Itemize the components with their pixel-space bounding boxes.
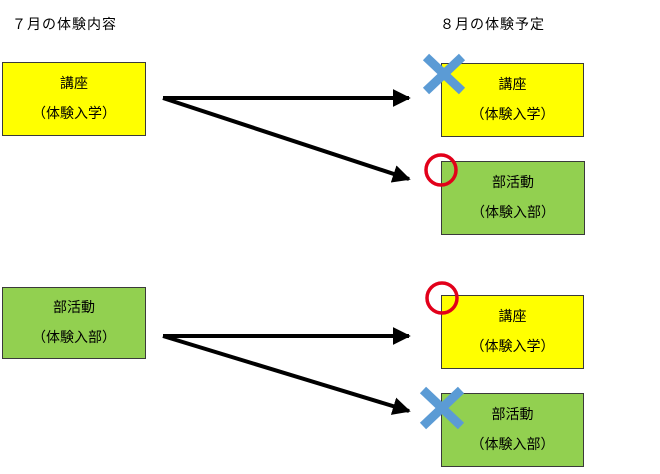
circle-icon xyxy=(424,153,458,187)
circle-icon xyxy=(425,281,459,315)
july-box-lecture: 講座 （体験入学） xyxy=(2,62,146,136)
box-title: 講座 xyxy=(498,309,527,325)
august-heading: ８月の体験予定 xyxy=(440,17,545,33)
cross-icon xyxy=(422,53,466,95)
box-title: 部活動 xyxy=(492,175,534,191)
box-subtitle: （体験入学） xyxy=(470,107,555,123)
august-box-club: 部活動 （体験入部） xyxy=(441,393,584,467)
arrow-club-to-club xyxy=(162,334,411,415)
box-subtitle: （体験入部） xyxy=(471,205,555,221)
box-title: 部活動 xyxy=(53,300,95,316)
july-box-club: 部活動 （体験入部） xyxy=(2,287,146,359)
august-box-lecture: 講座 （体験入学） xyxy=(441,295,584,369)
box-subtitle: （体験入部） xyxy=(470,437,555,453)
arrow-lecture-to-club xyxy=(162,96,411,183)
box-subtitle: （体験入学） xyxy=(32,106,116,122)
july-heading: ７月の体験内容 xyxy=(12,17,117,33)
box-title: 部活動 xyxy=(491,407,534,423)
box-subtitle: （体験入部） xyxy=(32,330,116,346)
august-box-club: 部活動 （体験入部） xyxy=(441,161,585,235)
cross-icon xyxy=(419,386,465,430)
box-subtitle: （体験入学） xyxy=(470,339,555,355)
august-box-lecture: 講座 （体験入学） xyxy=(441,63,584,137)
box-title: 講座 xyxy=(498,77,527,93)
box-title: 講座 xyxy=(60,76,88,92)
